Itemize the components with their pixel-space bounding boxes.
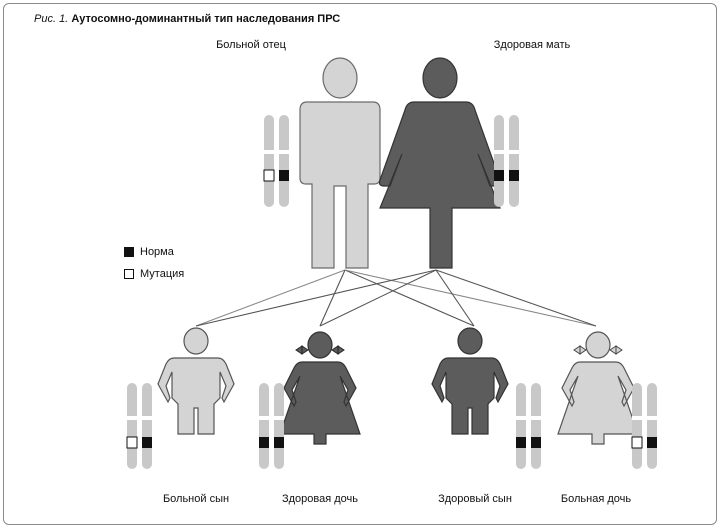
son-affected-figure bbox=[157, 327, 235, 435]
father-figure bbox=[299, 57, 381, 269]
daughter-healthy-bows bbox=[295, 345, 345, 355]
father-label: Больной отец bbox=[216, 39, 286, 51]
son-healthy-label: Здоровый сын bbox=[438, 493, 512, 505]
daughter-affected-chromosomes bbox=[631, 383, 657, 469]
caption-title: Аутосомно-доминантный тип наследования П… bbox=[71, 13, 341, 25]
father-chromosomes bbox=[263, 115, 289, 207]
mother-figure bbox=[378, 57, 502, 269]
legend-item-norm: Норма bbox=[124, 241, 184, 263]
son-affected-label: Больной сын bbox=[162, 493, 230, 505]
inheritance-lines bbox=[195, 269, 597, 327]
legend: Норма Мутация bbox=[124, 241, 184, 285]
mutation-swatch-icon bbox=[124, 269, 134, 279]
daughter-affected-label: Больная дочь bbox=[560, 493, 632, 505]
legend-norm-label: Норма bbox=[140, 246, 174, 258]
son-affected-chromosomes bbox=[126, 383, 152, 469]
daughter-affected-figure bbox=[557, 331, 639, 445]
figure-caption: Рис. 1. Аутосомно-доминантный тип наслед… bbox=[34, 13, 340, 25]
mother-chromosomes bbox=[494, 115, 519, 207]
legend-mutation-label: Мутация bbox=[140, 268, 185, 280]
norm-swatch-icon bbox=[124, 247, 134, 257]
daughter-affected-bows bbox=[573, 345, 623, 355]
son-healthy-chromosomes bbox=[516, 383, 541, 469]
daughter-healthy-figure bbox=[279, 331, 361, 445]
mother-label: Здоровая мать bbox=[493, 39, 571, 51]
daughter-healthy-chromosomes bbox=[259, 383, 284, 469]
daughter-healthy-label: Здоровая дочь bbox=[281, 493, 359, 505]
son-healthy-figure bbox=[431, 327, 509, 435]
legend-item-mutation: Мутация bbox=[124, 263, 184, 285]
caption-prefix: Рис. 1. bbox=[34, 13, 69, 25]
